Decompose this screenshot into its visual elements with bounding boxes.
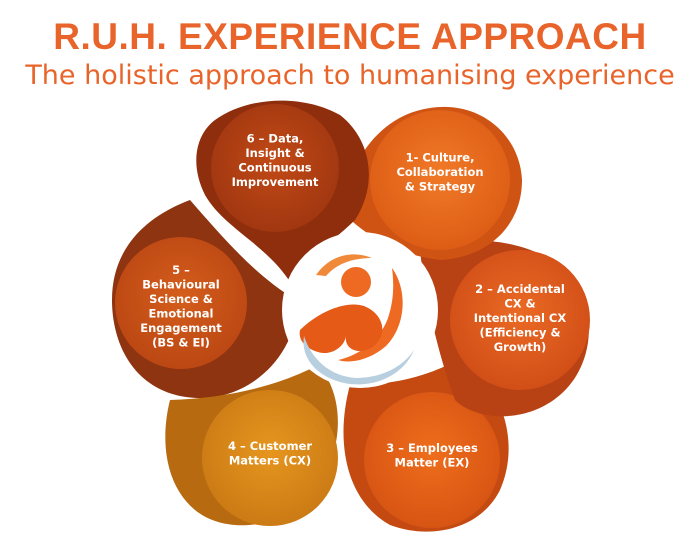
petal-5-line-1: 5 – [172,263,190,277]
petal-1-line-3: & Strategy [405,180,476,194]
petal-3-disc [364,392,500,528]
petal-5-line-3: Science & [149,292,213,306]
petal-6-disc [211,104,339,232]
petal-2-line-4: (Efficiency & [479,326,560,340]
petal-4-line-1: 4 – Customer [228,439,312,453]
page-subtitle: The holistic approach to humanising expe… [25,60,675,91]
petal-5-line-2: Behavioural [142,277,219,291]
human-figure-logo-icon [299,254,414,385]
petal-1-line-2: Collaboration [396,165,483,179]
petal-2-line-2: CX & [504,297,535,311]
petal-2-line-5: Growth) [494,340,547,354]
petal-2-line-3: Intentional CX [474,311,567,325]
petal-1-line-1: 1- Culture, [406,151,475,165]
petal-5-disc [115,237,247,369]
petal-5-line-5: Engagement [140,321,222,335]
petal-5-line-4: Emotional [149,306,214,320]
petal-1: 1- Culture,Collaboration& Strategy [340,106,522,260]
petal-6-line-1: 6 – Data, [247,131,304,145]
petal-6-line-2: Insight & [245,146,304,160]
petal-3-line-1: 3 – Employees [386,441,478,455]
petal-6-line-3: Continuous [238,160,311,174]
petal-1-disc [370,110,510,250]
petal-1-label: 1- Culture,Collaboration& Strategy [396,151,483,194]
petal-5-line-6: (BS & EI) [152,335,210,349]
petal-2-disc [450,250,590,390]
petal-3-line-2: Matter (EX) [395,455,470,469]
petal-4-line-2: Matters (CX) [229,453,311,467]
page-title: R.U.H. EXPERIENCE APPROACH [53,16,647,57]
petal-2-line-1: 2 – Accidental [475,282,565,296]
petal-4-disc [202,390,338,526]
petal-6-line-4: Improvement [232,175,319,189]
